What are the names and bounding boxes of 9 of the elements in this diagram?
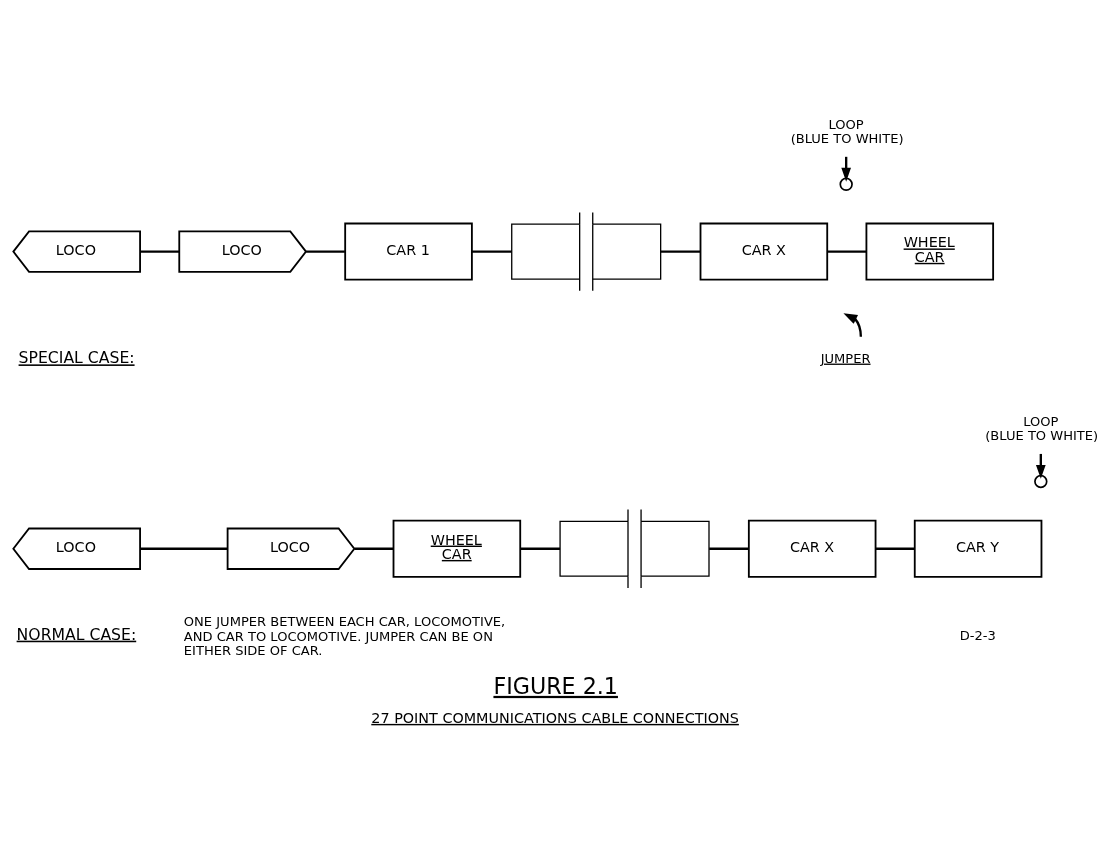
label: ONE JUMPER BETWEEN EACH CAR, LOCOMOTIVE, AND CAR TO LOCOMOTIVE. JUMPER CAN BE ON EITHER SIDE OF CAR. [183,613,506,658]
label: NORMAL CASE: [16,624,137,644]
label: SPECIAL CASE: [18,347,135,367]
node-text: LOOP (BLUE TO WHITE) [790,116,904,146]
node-text: JUMPER [820,350,871,366]
caption: 27 POINT COMMUNICATIONS CABLE CONNECTIONS [371,709,739,726]
node-text: LOOP (BLUE TO WHITE) [985,413,1099,443]
label: D-2-3 [959,627,996,643]
diagram-title: FIGURE 2.1 [493,672,618,699]
